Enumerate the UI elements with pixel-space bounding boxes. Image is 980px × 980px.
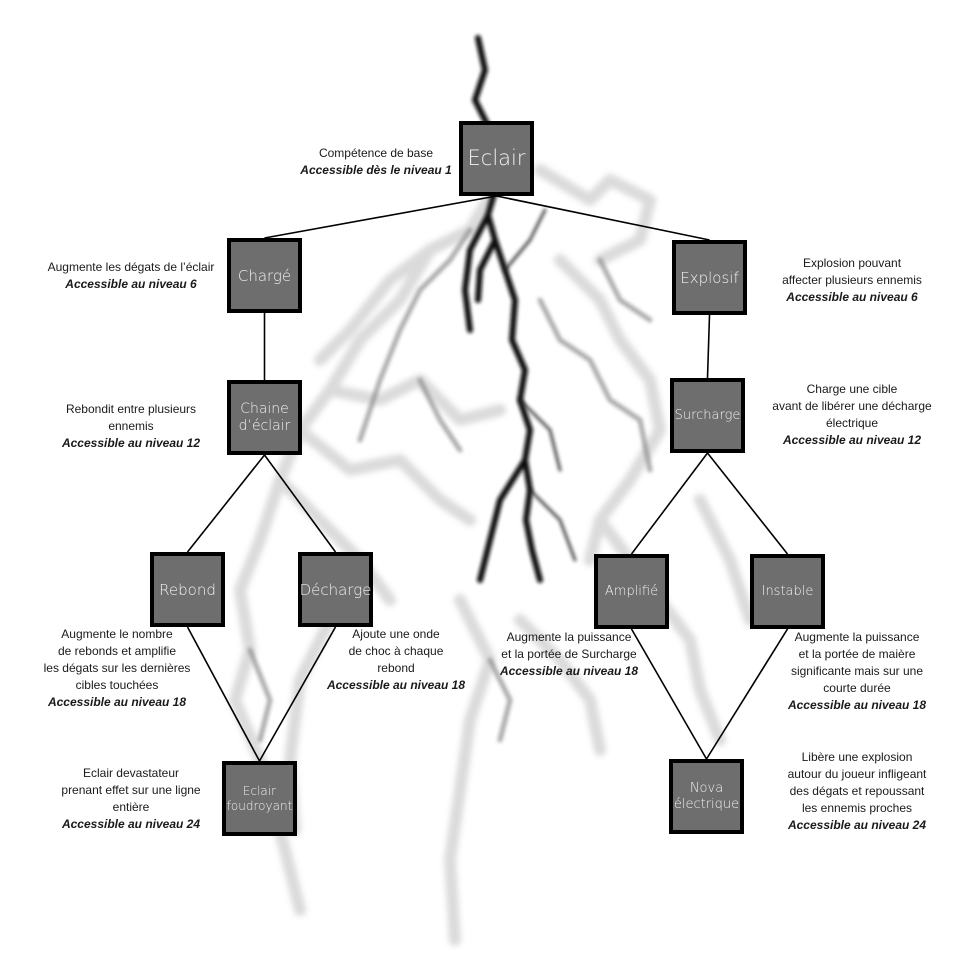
description-line: significante mais sur une bbox=[790, 664, 924, 678]
description-line: les dégats sur les dernières bbox=[43, 661, 191, 675]
skill-node-eclair[interactable]: Eclair bbox=[459, 121, 534, 196]
unlock-level: Accessible au niveau 18 bbox=[47, 695, 187, 709]
description-line: Augmente le nombre bbox=[61, 627, 173, 641]
description-line: autour du joueur infligeant bbox=[787, 767, 927, 781]
edge-chaine-decharge bbox=[263, 454, 337, 553]
unlock-level: Accessible au niveau 18 bbox=[787, 698, 927, 712]
edge-decharge-foudroyant bbox=[258, 626, 337, 762]
skill-description-nova-electrique: Libère une explosion autour du joueur in… bbox=[737, 749, 977, 834]
description-line: les ennemis proches bbox=[801, 801, 913, 815]
unlock-level: Accessible au niveau 18 bbox=[499, 664, 639, 678]
unlock-level: Accessible au niveau 18 bbox=[326, 678, 466, 692]
description-line: Charge une cible bbox=[806, 382, 898, 396]
unlock-level: Accessible au niveau 6 bbox=[786, 290, 918, 304]
skill-node-eclair-foudroyant[interactable]: Eclair foudroyant bbox=[222, 761, 297, 836]
unlock-level: Accessible au niveau 12 bbox=[61, 436, 201, 450]
description-line: ennemis bbox=[108, 419, 154, 433]
description-line: de rebonds et amplifie bbox=[57, 644, 177, 658]
skill-description-instable: Augmente la puissance et la portée de ma… bbox=[737, 629, 977, 714]
skill-description-chaine-eclair: Rebondit entre plusieurs ennemis Accessi… bbox=[11, 401, 251, 452]
skill-node-surcharge[interactable]: Surcharge bbox=[670, 378, 745, 453]
description-line: rebond bbox=[377, 661, 415, 675]
skill-node-explosif[interactable]: Explosif bbox=[672, 240, 747, 315]
description-line: courte durée bbox=[823, 681, 891, 695]
skill-description-surcharge: Charge une cible avant de libérer une dé… bbox=[732, 381, 972, 449]
description-line: électrique bbox=[825, 416, 879, 430]
description-line: Augmente la puissance bbox=[506, 630, 632, 644]
skill-node-decharge[interactable]: Décharge bbox=[298, 552, 373, 627]
skill-node-amplifie[interactable]: Amplifié bbox=[594, 554, 669, 629]
description-line: Ajoute une onde bbox=[352, 627, 440, 641]
skill-description-eclair-foudroyant: Eclair devastateur prenant effet sur une… bbox=[11, 765, 251, 833]
unlock-level: Accessible au niveau 24 bbox=[61, 817, 201, 831]
skill-description-rebond: Augmente le nombre de rebonds et amplifi… bbox=[0, 626, 237, 711]
skill-description-decharge: Ajoute une onde de choc à chaque rebond … bbox=[276, 626, 516, 694]
description-line: et la portée de maière bbox=[798, 647, 916, 661]
edge-instable-nova bbox=[705, 628, 789, 760]
edge-eclair-charge bbox=[264, 195, 497, 239]
description-line: prenant effet sur une ligne bbox=[61, 783, 201, 797]
edge-amplifie-nova bbox=[630, 628, 708, 760]
skill-description-charge: Augmente les dégats de l’éclair Accessib… bbox=[11, 259, 251, 293]
skill-node-instable[interactable]: Instable bbox=[750, 554, 825, 629]
skill-node-nova-electrique[interactable]: Nova électrique bbox=[669, 759, 744, 834]
description-line: avant de libérer une décharge bbox=[772, 399, 932, 413]
unlock-level: Accessible au niveau 24 bbox=[787, 818, 927, 832]
description-line: Explosion pouvant bbox=[802, 256, 902, 270]
skill-description-amplifie: Augmente la puissance et la portée de Su… bbox=[449, 629, 689, 680]
skill-node-charge[interactable]: Chargé bbox=[227, 238, 302, 313]
description-line: Eclair devastateur bbox=[82, 766, 180, 780]
skill-description-eclair: Compétence de base Accessible dès le niv… bbox=[256, 145, 496, 179]
unlock-level: Accessible au niveau 6 bbox=[65, 277, 197, 291]
skill-node-chaine-eclair[interactable]: Chaine d’éclair bbox=[227, 380, 302, 455]
edge-eclair-explosif bbox=[496, 195, 710, 241]
description-line: des dégats et repoussant bbox=[789, 784, 925, 798]
description-line: et la portée de Surcharge bbox=[501, 647, 637, 661]
unlock-level: Accessible au niveau 12 bbox=[782, 433, 922, 447]
unlock-level: Accessible dès le niveau 1 bbox=[300, 163, 452, 177]
description-line: entière bbox=[112, 800, 150, 814]
description-line: Augmente la puissance bbox=[794, 630, 920, 644]
description-line: Augmente les dégats de l’éclair bbox=[47, 260, 215, 274]
description-line: Libère une explosion bbox=[801, 750, 913, 764]
edge-surcharge-instable bbox=[706, 452, 789, 555]
description-line: cibles touchées bbox=[75, 678, 159, 692]
edge-explosif-surcharge bbox=[706, 314, 711, 379]
skill-node-rebond[interactable]: Rebond bbox=[150, 552, 225, 627]
edge-surcharge-amplifie bbox=[630, 452, 709, 555]
description-line: Compétence de base bbox=[318, 146, 434, 160]
description-line: affecter plusieurs ennemis bbox=[782, 273, 922, 287]
description-line: de choc à chaque bbox=[348, 644, 444, 658]
edge-rebond-foudroyant bbox=[186, 626, 261, 762]
edge-chaine-rebond bbox=[186, 454, 266, 553]
skill-description-explosif: Explosion pouvant affecter plusieurs enn… bbox=[732, 255, 972, 306]
description-line: Rebondit entre plusieurs bbox=[65, 402, 197, 416]
